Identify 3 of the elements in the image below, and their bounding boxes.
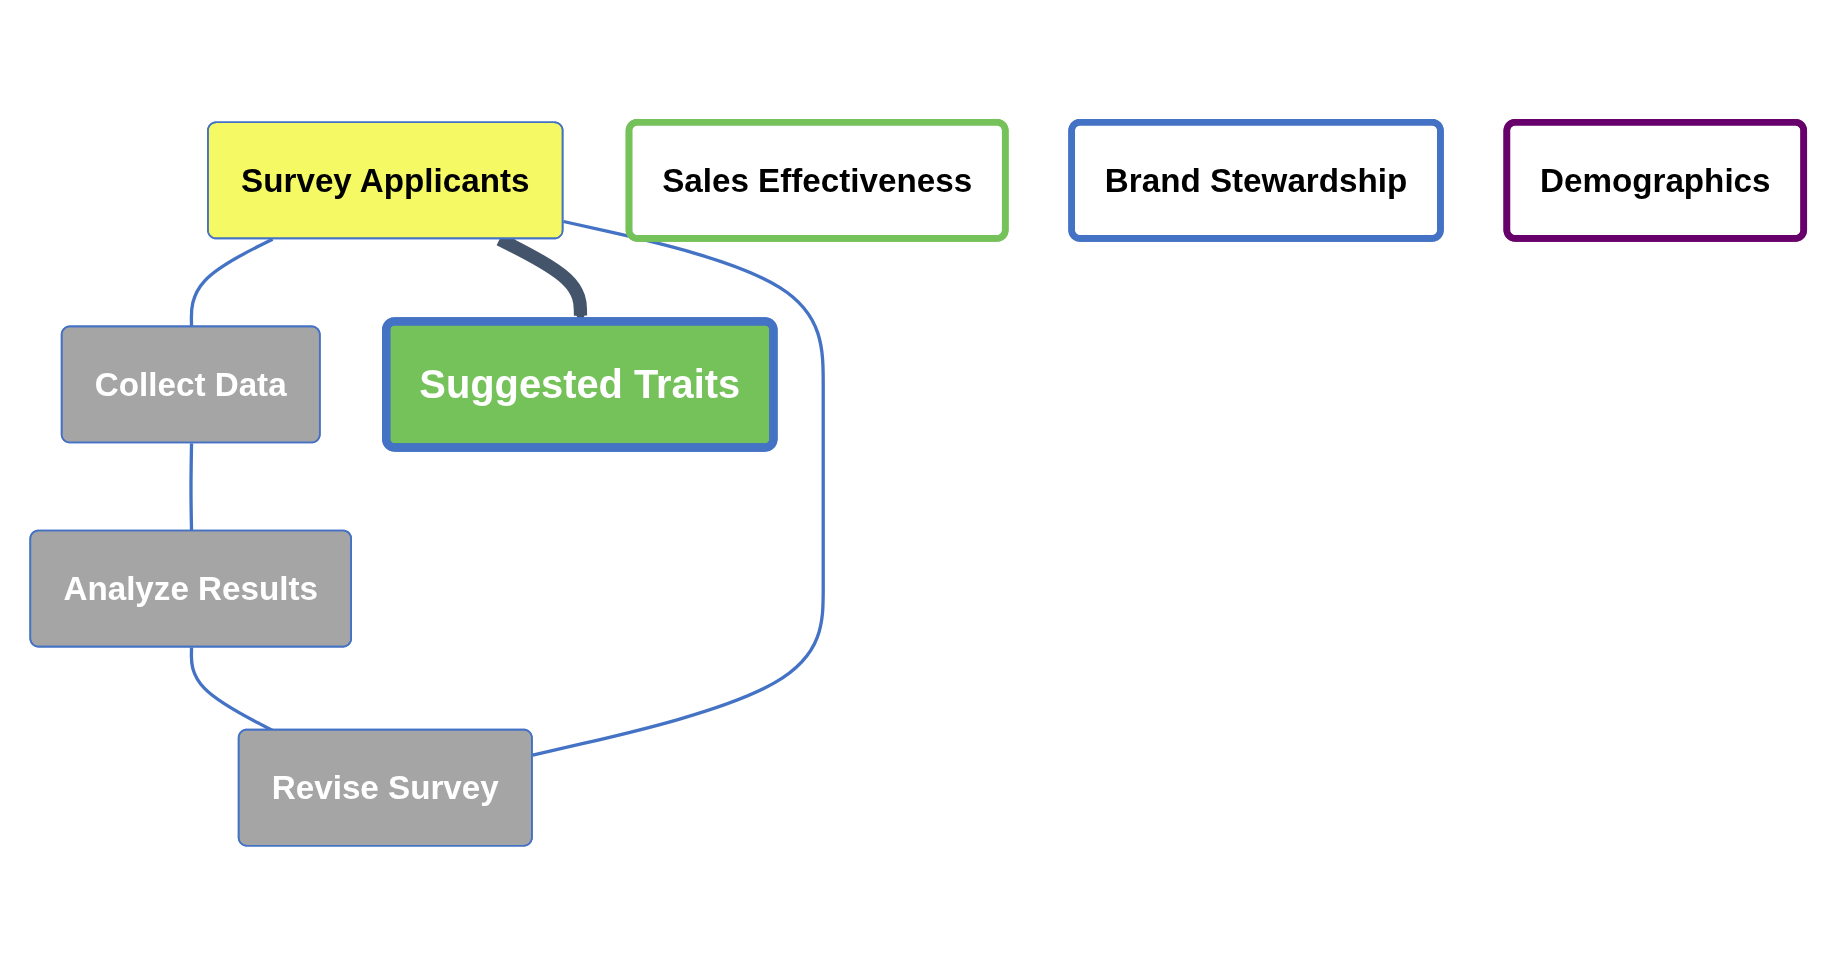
- connector: [531, 219, 825, 757]
- connector: [188, 443, 193, 532]
- connector: [189, 237, 273, 328]
